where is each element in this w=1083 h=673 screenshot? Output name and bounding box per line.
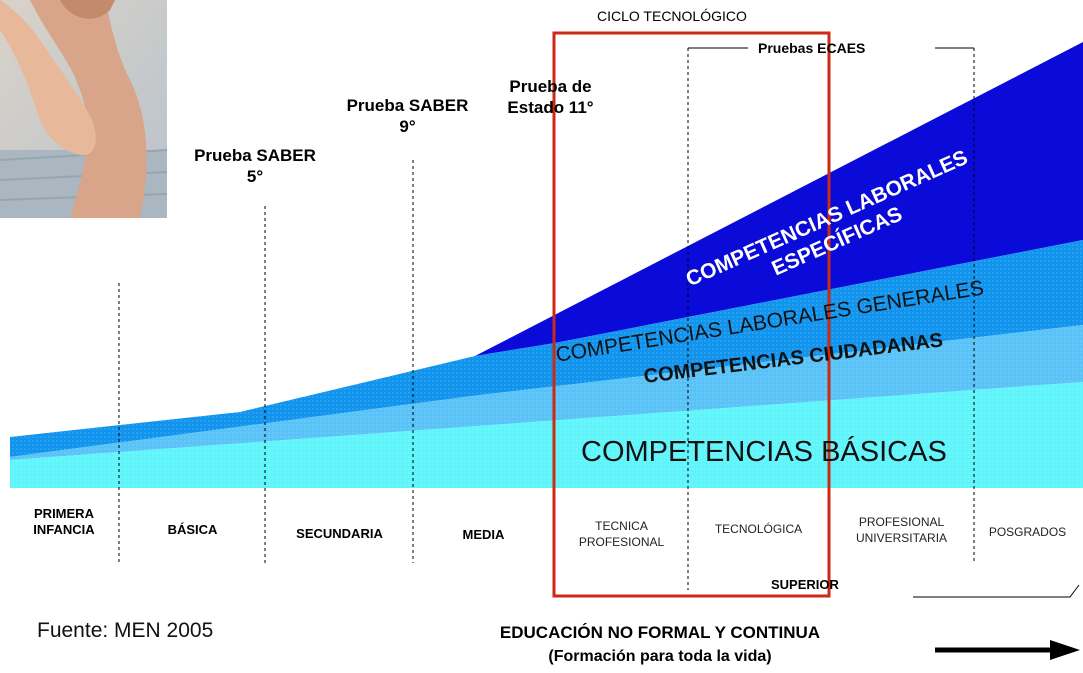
source-label: Fuente: MEN 2005 <box>37 619 214 642</box>
hands-photo <box>0 0 167 218</box>
footer-line1: EDUCACIÓN NO FORMAL Y CONTINUA <box>499 623 821 642</box>
stage-media: MEDIA <box>462 527 505 542</box>
ciclo-tecnologico-box <box>552 31 831 598</box>
label-competencias-basicas: COMPETENCIAS BÁSICAS <box>581 436 947 468</box>
prueba-estado-11: Prueba de Estado 11° <box>507 77 594 117</box>
ciclo-tecnologico-title: CICLO TECNOLÓGICO <box>597 8 747 24</box>
prueba-saber-5: Prueba SABER 5° <box>194 146 316 186</box>
stage-primera-infancia: PRIMERA INFANCIA <box>33 506 95 537</box>
band-especificas <box>475 42 1083 356</box>
superior-label: SUPERIOR <box>771 577 839 592</box>
prueba-saber-9: Prueba SABER 9° <box>346 96 469 136</box>
stage-tecnologica: TECNOLÓGICA <box>714 522 803 536</box>
stage-profesional-universitaria: PROFESIONAL UNIVERSITARIA <box>855 515 948 545</box>
arrow-icon <box>935 640 1080 660</box>
stage-posgrados: POSGRADOS <box>988 525 1067 539</box>
stage-basica: BÁSICA <box>167 522 218 537</box>
footer-line2: (Formación para toda la vida) <box>548 648 772 665</box>
stage-secundaria: SECUNDARIA <box>296 526 383 541</box>
stage-tecnica-profesional: TECNICA PROFESIONAL <box>578 519 665 549</box>
pruebas-ecaes-label: Pruebas ECAES <box>758 40 866 56</box>
superior-bracket <box>913 584 1080 598</box>
